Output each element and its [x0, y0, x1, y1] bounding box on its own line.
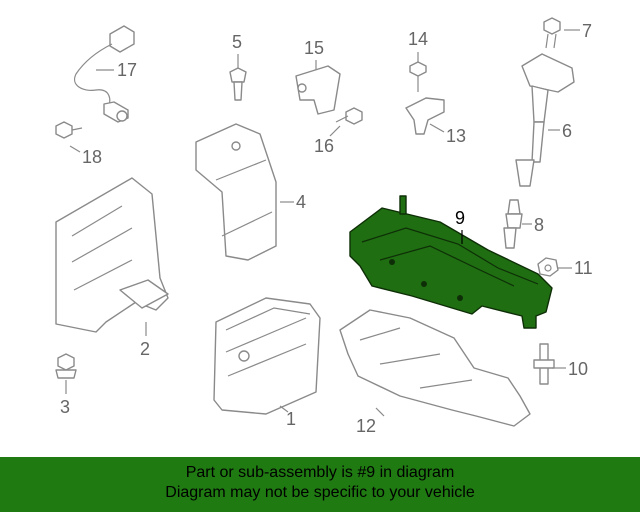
callout-5: 5 [232, 32, 242, 52]
callout-2: 2 [140, 339, 150, 359]
part-13-sensor[interactable] [405, 97, 445, 135]
callout-1: 1 [286, 409, 296, 429]
callout-6: 6 [562, 121, 572, 141]
info-banner: Part or sub-assembly is #9 in diagram Di… [0, 457, 640, 512]
callout-4: 4 [296, 192, 306, 212]
callout-3: 3 [60, 397, 70, 417]
part-8-spark-plug[interactable] [503, 199, 523, 249]
callout-7: 7 [582, 21, 592, 41]
part-11-nut[interactable] [537, 257, 559, 277]
callout-12: 12 [356, 416, 376, 436]
parts-diagram: 17 18 5 15 16 14 13 7 [55, 17, 593, 436]
callout-17: 17 [117, 60, 137, 80]
part-10-stud[interactable] [533, 343, 555, 385]
callout-8: 8 [534, 215, 544, 235]
banner-line-1: Part or sub-assembly is #9 in diagram [185, 464, 455, 481]
part-2-bracket-panel[interactable] [55, 177, 169, 333]
part-4-cover[interactable] [195, 123, 277, 261]
callout-13: 13 [446, 126, 466, 146]
part-12-lower-bracket[interactable] [339, 309, 531, 427]
callout-9: 9 [455, 208, 465, 228]
part-16-bolt[interactable] [335, 107, 363, 125]
part-3-bolt[interactable] [55, 353, 77, 379]
part-17-sensor-harness[interactable] [74, 25, 135, 123]
part-7-bolt[interactable] [543, 17, 561, 49]
callout-14: 14 [408, 29, 428, 49]
callout-11: 11 [574, 258, 593, 278]
callout-10: 10 [568, 359, 588, 379]
part-15-bracket[interactable] [295, 65, 341, 115]
part-14-bolt[interactable] [409, 61, 427, 92]
callout-15: 15 [304, 38, 324, 58]
part-9-bracket-assembly[interactable] [349, 195, 553, 329]
callout-16: 16 [314, 136, 334, 156]
part-6-ignition-coil[interactable] [515, 53, 575, 187]
part-18-bolt[interactable] [55, 121, 83, 139]
part-5-clip[interactable] [229, 67, 247, 101]
banner-line-2: Diagram may not be specific to your vehi… [165, 484, 475, 501]
part-1-ecu-module[interactable] [213, 297, 321, 415]
callout-18: 18 [82, 147, 102, 167]
